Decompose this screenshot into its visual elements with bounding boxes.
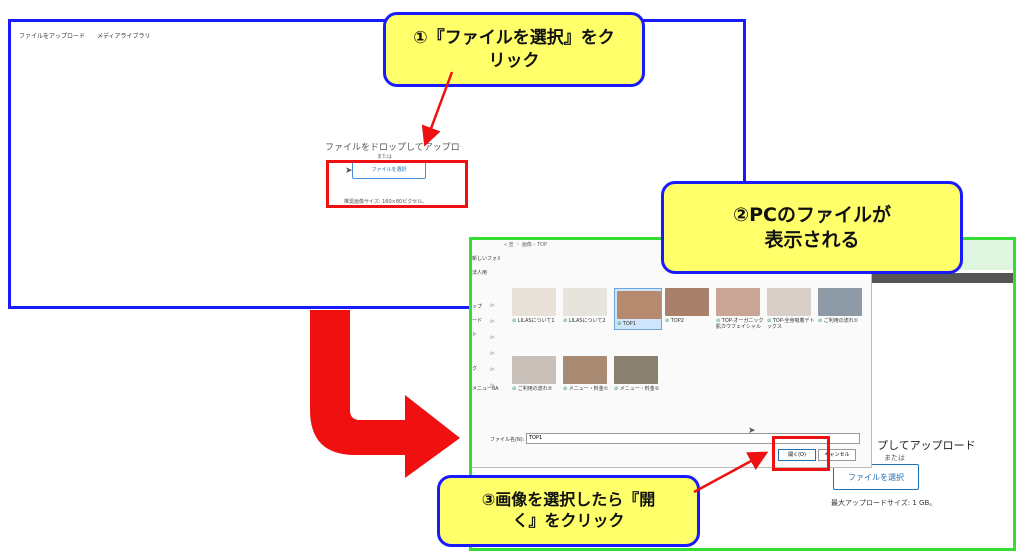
sidebar-item[interactable]: ード [472, 318, 483, 324]
thumbnail-filename: メニュー・料金① [568, 386, 609, 392]
thumbnail-label: ⊘ TOP-全身吸着デトックス [767, 318, 815, 330]
thumbnail-label: ⊘ TOP1 [617, 321, 659, 327]
step1-line1: ①『ファイルを選択』をク [413, 28, 615, 49]
thumbnail-filename: ご利用の流れ② [517, 386, 553, 392]
file-thumbnail[interactable]: ⊘ ご利用の流れ② [512, 356, 560, 392]
step1-callout: ①『ファイルを選択』をク リック [383, 12, 645, 87]
thumbnail-label: ⊘ ご利用の流れ② [512, 386, 560, 392]
thumbnail-image [563, 288, 607, 316]
thumbnail-filename: TOP2 [670, 318, 684, 324]
drop-title: ファイルをドロップしてアップロード [325, 143, 461, 153]
thumbnail-filename: LILASについて1 [517, 318, 555, 324]
step2-line2: 表示される [764, 228, 860, 251]
thumbnail-filename: ご利用の流れ① [823, 318, 859, 324]
thumbnail-label: ⊘ メニュー・料金① [563, 386, 611, 392]
thumbnail-image [665, 288, 709, 316]
dialog-path: « 宣 ・ 画像 › TOP [504, 242, 548, 248]
file-open-dialog: « 宣 ・ 画像 › TOP 新しいフォルダー 法人用 ップ ード ト ク メニ… [472, 240, 872, 468]
sync-check-icon: ⊘ [665, 318, 671, 324]
sync-check-icon: ⊘ [563, 318, 569, 324]
pin-icon: ⊳ [490, 302, 496, 309]
sync-check-icon: ⊘ [617, 321, 623, 327]
pin-icon: ⊳ [490, 334, 496, 341]
thumbnail-label: ⊘ LILASについて1 [512, 318, 560, 324]
open-button[interactable]: 開く(O) [778, 449, 816, 461]
thumbnail-image [614, 356, 658, 384]
filename-input[interactable]: TOP1 [526, 433, 860, 444]
sync-check-icon: ⊘ [818, 318, 824, 324]
mouse-cursor-icon: ➤ [748, 426, 756, 436]
or-label: または [377, 154, 393, 160]
file-thumbnail[interactable]: ⊘ TOP-オーガニック肌カウフェイシャル [716, 288, 764, 330]
thumbnail-image [563, 356, 607, 384]
step2-line1: ②PCのファイルが [733, 203, 891, 226]
background-or-label: または [884, 454, 905, 462]
thumbnail-label: ⊘ ご利用の流れ① [818, 318, 866, 324]
thumbnail-filename: TOP-オーガニック肌カウフェイシャル [716, 318, 764, 330]
file-thumbnail[interactable]: ⊘ TOP1 [614, 288, 662, 330]
mouse-cursor-icon: ➤ [345, 166, 353, 176]
sync-check-icon: ⊘ [716, 318, 722, 324]
recommended-size-text: 推奨画像サイズ: 160×80ピクセル。 [344, 199, 428, 205]
sync-check-icon: ⊘ [512, 386, 518, 392]
dialog-sidebar: 新しいフォルダー 法人用 ップ ード ト ク メニュー8A [472, 255, 500, 399]
tab-media-library[interactable]: メディアライブラリ [96, 33, 151, 40]
sidebar-item[interactable]: ップ [472, 304, 483, 310]
thumbnail-filename: メニュー・料金② [619, 386, 660, 392]
select-file-highlight [326, 160, 468, 208]
background-select-file-button[interactable]: ファイルを選択 [833, 464, 919, 490]
sidebar-item[interactable]: 法人用 [472, 270, 488, 276]
sidebar-item[interactable]: 新しいフォルダー [472, 256, 500, 262]
file-dialog-panel: プしてアップロード または ファイルを選択 最大アップロードサイズ: 1 GB。… [469, 237, 1016, 551]
pin-icon: ⊳ [490, 350, 496, 357]
step3-callout: ③画像を選択したら『開 く』をクリック [437, 475, 700, 547]
step2-callout: ②PCのファイルが 表示される [661, 181, 963, 274]
background-drop-title: プしてアップロード [877, 439, 976, 452]
thumbnail-label: ⊘ TOP-オーガニック肌カウフェイシャル [716, 318, 764, 330]
background-toolbar [871, 273, 1013, 283]
sidebar-item[interactable]: ク [472, 366, 478, 372]
sync-check-icon: ⊘ [563, 386, 569, 392]
thumbnail-image [716, 288, 760, 316]
filename-label: ファイル名(N): [490, 437, 525, 443]
thumbnail-filename: LILASについて2 [568, 318, 606, 324]
file-thumbnail[interactable]: ⊘ TOP-全身吸着デトックス [767, 288, 815, 330]
file-thumbnail[interactable]: ⊘ メニュー・料金② [614, 356, 662, 392]
step3-line2: く』をクリック [512, 511, 625, 530]
pin-icon: ⊳ [490, 366, 496, 373]
sync-check-icon: ⊘ [614, 386, 620, 392]
pin-icon: ⊳ [490, 318, 496, 325]
open-button-highlight [772, 436, 830, 471]
thumbnail-image [512, 356, 556, 384]
file-thumbnail[interactable]: ⊘ LILASについて1 [512, 288, 560, 324]
big-red-arrow-icon [310, 310, 460, 478]
step3-line1: ③画像を選択したら『開 [481, 490, 656, 510]
thumbnail-image [617, 291, 661, 319]
upload-tabs: ファイルをアップロード メディアライブラリ [19, 31, 161, 40]
file-thumbnail[interactable]: ⊘ LILASについて2 [563, 288, 611, 324]
thumbnail-image [818, 288, 862, 316]
step1-line2: リック [488, 50, 540, 71]
thumbnail-filename: TOP1 [622, 321, 636, 327]
thumbnail-label: ⊘ LILASについて2 [563, 318, 611, 324]
sidebar-item[interactable]: ト [472, 332, 478, 338]
thumbnail-image [767, 288, 811, 316]
thumbnail-image [512, 288, 556, 316]
pin-icon: ⊳ [490, 382, 496, 389]
thumbnail-label: ⊘ TOP2 [665, 318, 713, 324]
file-thumbnail[interactable]: ⊘ メニュー・料金① [563, 356, 611, 392]
file-thumbnail[interactable]: ⊘ TOP2 [665, 288, 713, 324]
sync-check-icon: ⊘ [767, 318, 773, 324]
tab-upload-file[interactable]: ファイルをアップロード [19, 33, 86, 40]
thumbnail-filename: TOP-全身吸着デトックス [767, 318, 815, 330]
thumbnail-label: ⊘ メニュー・料金② [614, 386, 662, 392]
file-thumbnail[interactable]: ⊘ ご利用の流れ① [818, 288, 866, 324]
max-upload-size-text: 最大アップロードサイズ: 1 GB。 [831, 499, 937, 507]
sidebar-item[interactable]: メニュー8A [472, 386, 499, 392]
sync-check-icon: ⊘ [512, 318, 518, 324]
